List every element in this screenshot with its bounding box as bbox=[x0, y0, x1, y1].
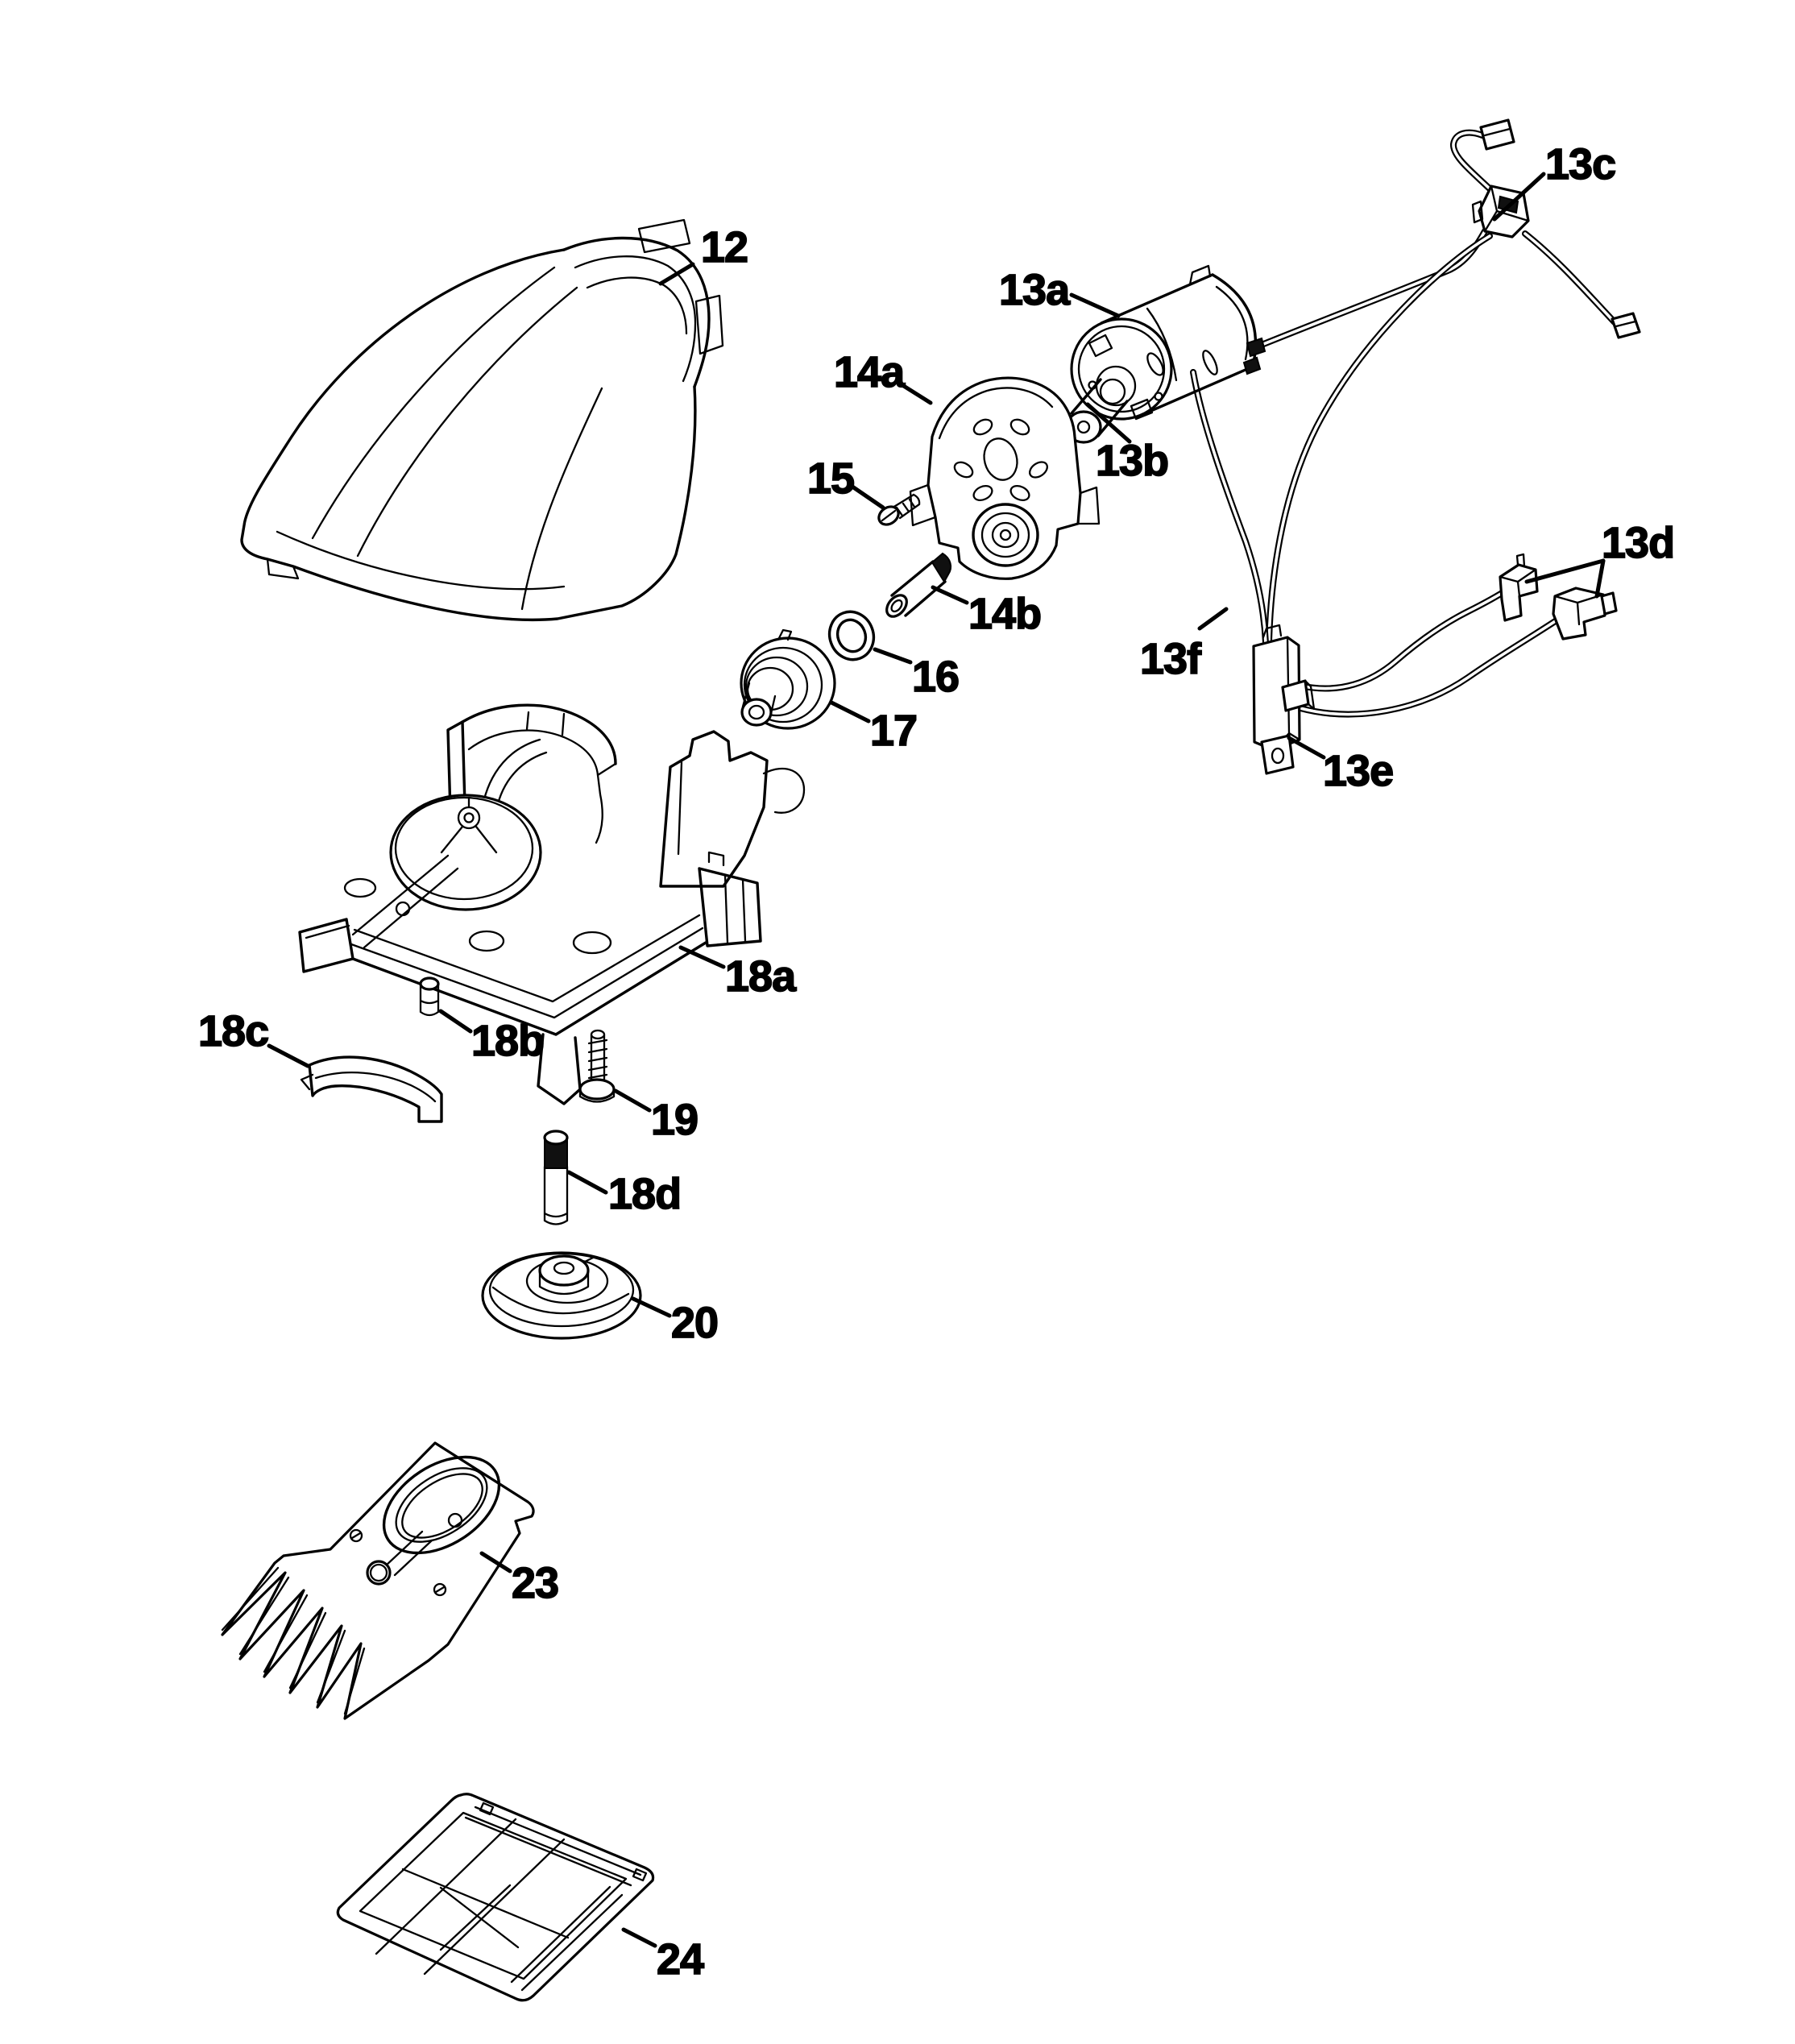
part-label-20: 20 bbox=[671, 1299, 718, 1347]
leader-line-18b bbox=[438, 1009, 473, 1034]
part-13f-wire-lead: 13f bbox=[1139, 607, 1229, 684]
part-label-23: 23 bbox=[512, 1559, 558, 1607]
leader-line-12 bbox=[658, 262, 695, 286]
leader-line-19 bbox=[613, 1088, 652, 1113]
part-label-14b: 14b bbox=[968, 590, 1041, 638]
part-13e-switch: 13e bbox=[1252, 624, 1395, 796]
part-13c-harness-connector: 13c bbox=[1471, 118, 1641, 339]
part-13a-motor: 13a bbox=[998, 264, 1266, 421]
part-label-18b: 18b bbox=[471, 1017, 544, 1065]
leader-line-24 bbox=[621, 1927, 657, 1948]
leader-line-18a bbox=[678, 945, 726, 969]
part-label-19: 19 bbox=[651, 1096, 698, 1144]
leader-line-15 bbox=[850, 484, 885, 510]
part-label-18a: 18a bbox=[725, 952, 797, 1001]
part-label-12: 12 bbox=[701, 223, 748, 272]
part-label-15: 15 bbox=[807, 454, 854, 503]
leader-line-16 bbox=[873, 647, 913, 665]
leader-line-17 bbox=[829, 700, 871, 723]
leader-line-13b bbox=[1085, 402, 1132, 444]
part-19-shoulder-screw: 19 bbox=[578, 1029, 699, 1145]
wiring-harness bbox=[1190, 129, 1618, 718]
part-label-13d: 13d bbox=[1602, 519, 1674, 567]
leader-line-13d-right bbox=[1594, 558, 1606, 599]
part-24-sole-plate: 24 bbox=[336, 1793, 706, 2002]
part-13d-wire-terminal-clips: 13d bbox=[1499, 518, 1676, 641]
part-label-13e: 13e bbox=[1323, 747, 1393, 795]
part-15-screw: 15 bbox=[806, 454, 921, 526]
part-12-upper-housing-cover: 12 bbox=[240, 218, 749, 622]
part-label-24: 24 bbox=[657, 1935, 704, 1984]
leader-line-13a bbox=[1069, 292, 1121, 318]
leader-line-18d bbox=[566, 1170, 608, 1195]
part-label-14a: 14a bbox=[834, 348, 906, 396]
part-label-17: 17 bbox=[870, 707, 917, 755]
part-18a-gearbox-base: 18a bbox=[298, 703, 806, 1105]
leader-line-13e bbox=[1287, 736, 1326, 760]
leader-line-18c bbox=[267, 1043, 310, 1068]
part-label-13c: 13c bbox=[1545, 140, 1615, 189]
leader-line-20 bbox=[631, 1296, 672, 1318]
part-18b-dowel-pin: 18b bbox=[419, 976, 545, 1066]
leader-line-13f bbox=[1197, 607, 1229, 631]
part-18c-blade-guide: 18c bbox=[197, 1006, 443, 1123]
part-20-cam-disc: 20 bbox=[481, 1251, 719, 1348]
part-label-18d: 18d bbox=[608, 1170, 681, 1218]
part-label-13a: 13a bbox=[999, 266, 1071, 314]
part-label-13f: 13f bbox=[1140, 635, 1202, 683]
part-14a-motor-mount-plate: 14a bbox=[833, 347, 1101, 580]
part-16-washer: 16 bbox=[827, 610, 960, 702]
leader-line-13c bbox=[1492, 172, 1546, 222]
part-17-gear: 17 bbox=[740, 628, 918, 756]
leader-line-14b bbox=[931, 585, 969, 605]
part-label-18c: 18c bbox=[198, 1007, 268, 1055]
leader-line-13d-left bbox=[1524, 558, 1606, 584]
part-23-shear-blade: 23 bbox=[221, 1441, 560, 1720]
part-label-13b: 13b bbox=[1096, 437, 1168, 485]
part-14b-drive-pin: 14b bbox=[885, 552, 1043, 639]
part-13b-motor-pinion: 13b bbox=[1065, 378, 1170, 486]
part-18d-shaft-pin: 18d bbox=[543, 1130, 682, 1225]
leader-line-14a bbox=[900, 383, 933, 405]
part-label-16: 16 bbox=[912, 653, 959, 701]
leader-line-23 bbox=[479, 1551, 512, 1573]
